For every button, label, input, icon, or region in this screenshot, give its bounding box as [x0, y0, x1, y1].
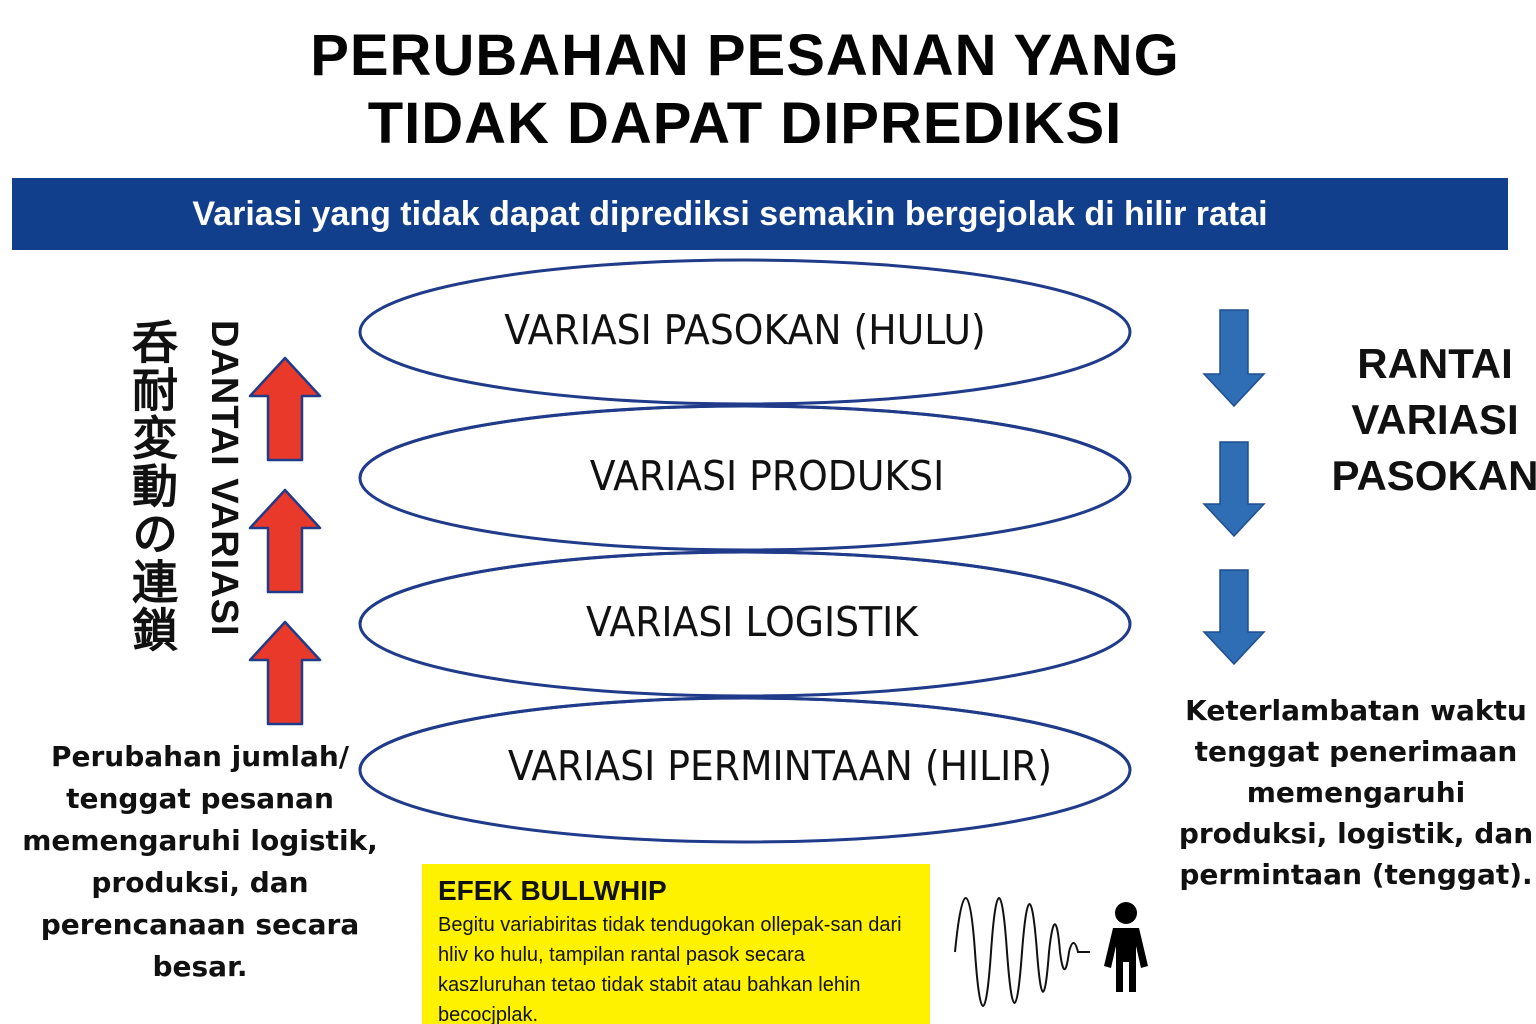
blue-down-arrow-icon: [1202, 569, 1266, 666]
layer-ellipse-demand-top-arc: [358, 696, 1132, 771]
layer-ellipse-production-top-arc: [358, 404, 1132, 479]
layer-label-demand: VARIASI PERMINTAAN (HILIR): [507, 742, 1053, 790]
right-description: Keterlambatan waktu tenggat penerimaan m…: [1178, 694, 1534, 891]
red-up-arrow-icon: [248, 620, 322, 726]
title-line-2: TIDAK DAPAT DIPREDIKSI: [367, 91, 1123, 156]
layer-label-logistics: VARIASI LOGISTIK: [586, 598, 918, 646]
bullwhip-body: Begitu variabiritas tidak tendugokan oll…: [438, 914, 902, 1024]
right-title-line-1: RANTAI: [1357, 340, 1513, 387]
subtitle-banner: Variasi yang tidak dapat diprediksi sema…: [12, 178, 1508, 250]
right-title-line-3: PASOKAN: [1331, 452, 1536, 499]
left-vertical-label: DANTAI VARIASI: [203, 320, 245, 637]
red-up-arrow-icon: [248, 488, 322, 594]
left-vertical-japanese-label: 呑耐変動の連鎖: [125, 318, 179, 654]
layer-ellipse-supply: [358, 258, 1132, 406]
layer-label-supply: VARIASI PASOKAN (HULU): [504, 306, 986, 354]
bullwhip-effect-box: EFEK BULLWHIP Begitu variabiritas tidak …: [422, 864, 930, 1024]
right-title: RANTAI VARIASI PASOKAN: [1330, 336, 1536, 504]
layer-ellipse-logistics-top-arc: [358, 550, 1132, 625]
right-title-line-2: VARIASI: [1351, 396, 1519, 443]
red-up-arrow-icon: [248, 356, 322, 462]
left-description: Perubahan jumlah/ tenggat pesanan memeng…: [22, 740, 378, 983]
page-title: PERUBAHAN PESANAN YANG TIDAK DAPAT DIPRE…: [0, 22, 1490, 158]
wave-signal-icon: [954, 897, 1090, 1007]
layer-label-production: VARIASI PRODUKSI: [589, 452, 945, 500]
blue-down-arrow-icon: [1202, 441, 1266, 538]
title-line-1: PERUBAHAN PESANAN YANG: [310, 23, 1180, 88]
blue-down-arrow-icon: [1202, 309, 1266, 408]
bullwhip-title: EFEK BULLWHIP: [438, 875, 667, 906]
person-icon: [1104, 902, 1148, 992]
